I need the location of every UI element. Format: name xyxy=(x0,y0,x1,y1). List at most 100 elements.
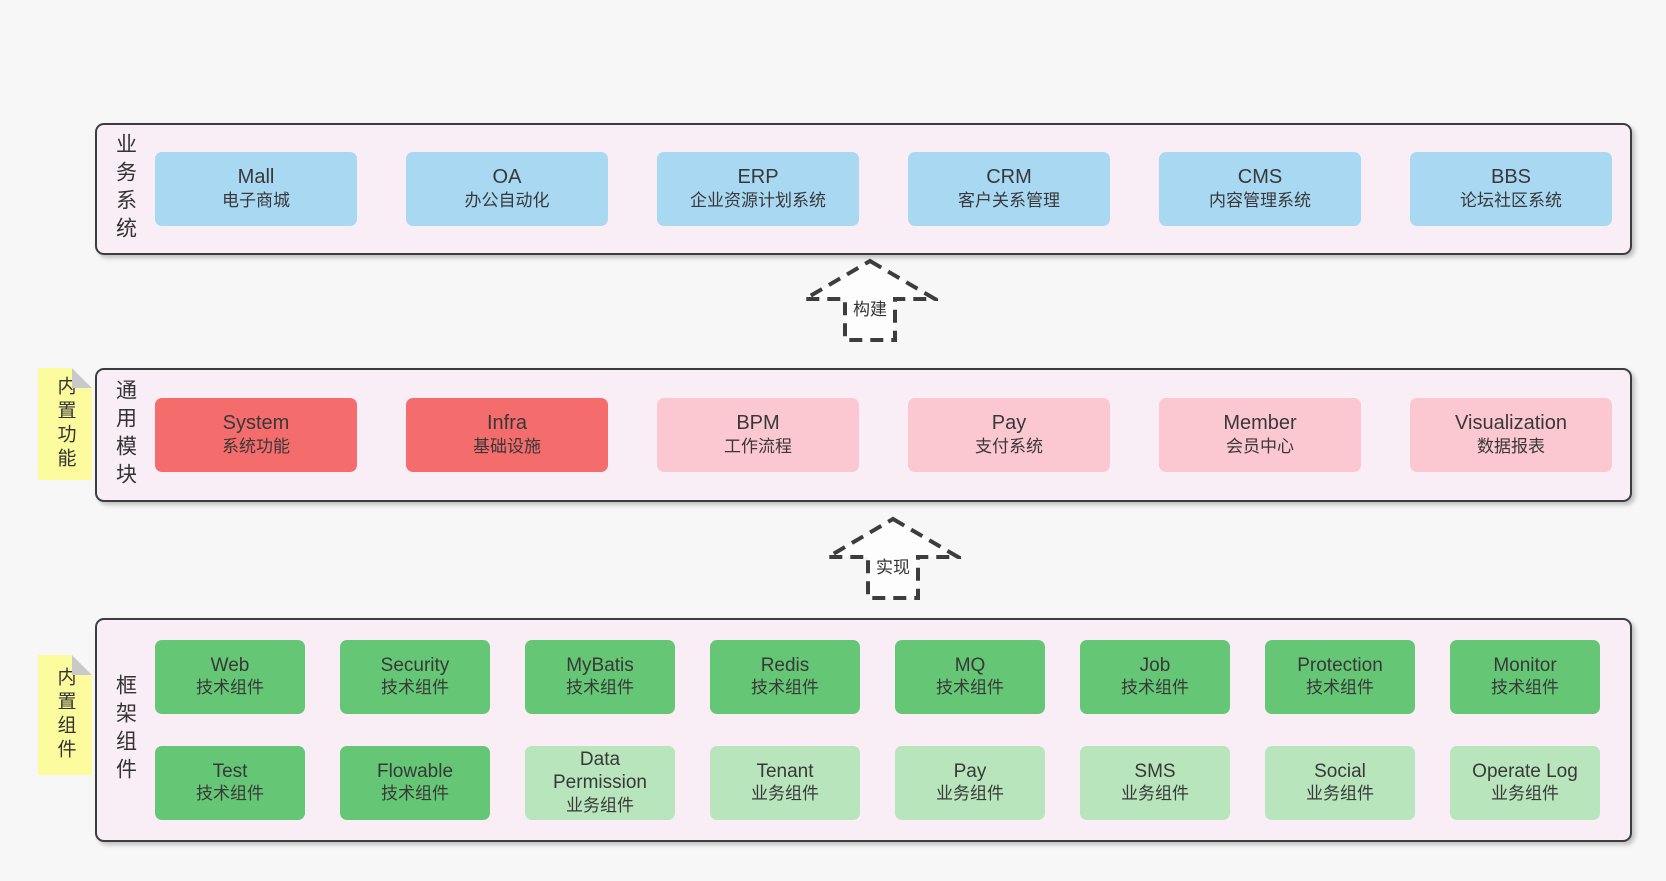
panel-common-modules: 通用模块 System 系统功能 Infra 基础设施 BPM 工作流程 Pay… xyxy=(95,368,1632,502)
box-cms: CMS 内容管理系统 xyxy=(1159,152,1361,226)
box-title: Infra xyxy=(486,412,528,435)
sticky-note-builtin-components: 内置组件 xyxy=(38,655,92,775)
box-subtitle: 技术组件 xyxy=(566,678,634,698)
box-data-permission: Data Permission 业务组件 xyxy=(525,746,675,820)
box-subtitle: 业务组件 xyxy=(566,795,634,815)
box-title: MyBatis xyxy=(566,654,634,676)
dashed-up-arrow-implement: 实现 xyxy=(825,516,961,602)
box-erp: ERP 企业资源计划系统 xyxy=(657,152,859,226)
box-bpm: BPM 工作流程 xyxy=(657,398,859,472)
panel-business-systems: 业务系统 Mall 电子商城 OA 办公自动化 ERP 企业资源计划系统 CRM… xyxy=(95,123,1632,255)
box-subtitle: 支付系统 xyxy=(975,437,1043,457)
box-title: Protection xyxy=(1297,654,1383,676)
box-title: Security xyxy=(380,654,450,676)
box-mq: MQ 技术组件 xyxy=(895,640,1045,714)
box-subtitle: 内容管理系统 xyxy=(1209,191,1311,211)
box-member: Member 会员中心 xyxy=(1159,398,1361,472)
box-monitor: Monitor 技术组件 xyxy=(1450,640,1600,714)
arrow-label-build: 构建 xyxy=(849,294,891,321)
tech-components-row: Web 技术组件 Security 技术组件 MyBatis 技术组件 Redi… xyxy=(155,640,1600,714)
box-title: Social xyxy=(1314,760,1366,782)
box-subtitle: 论坛社区系统 xyxy=(1460,191,1562,211)
sticky-note-text: 内置功能 xyxy=(54,376,76,472)
box-title: Pay xyxy=(953,760,987,782)
box-title: Member xyxy=(1223,412,1297,435)
box-security: Security 技术组件 xyxy=(340,640,490,714)
panel-label-business-systems: 业务系统 xyxy=(97,125,153,253)
box-subtitle: 业务组件 xyxy=(1306,784,1374,804)
box-visualization: Visualization 数据报表 xyxy=(1410,398,1612,472)
box-title: Job xyxy=(1139,654,1171,676)
box-title: System xyxy=(222,412,290,435)
box-subtitle: 客户关系管理 xyxy=(958,191,1060,211)
box-oa: OA 办公自动化 xyxy=(406,152,608,226)
box-title: Data Permission xyxy=(553,749,647,793)
box-title: SMS xyxy=(1134,760,1176,782)
box-subtitle: 技术组件 xyxy=(1306,678,1374,698)
arrow-label-implement: 实现 xyxy=(872,552,914,579)
sticky-note-text: 内置组件 xyxy=(54,667,76,763)
box-subtitle: 业务组件 xyxy=(1121,784,1189,804)
box-title: BPM xyxy=(736,412,780,435)
box-redis: Redis 技术组件 xyxy=(710,640,860,714)
box-title: Operate Log xyxy=(1472,760,1578,782)
box-title: CRM xyxy=(986,166,1032,189)
box-protection: Protection 技术组件 xyxy=(1265,640,1415,714)
box-subtitle: 技术组件 xyxy=(381,678,449,698)
box-subtitle: 办公自动化 xyxy=(464,191,550,211)
box-subtitle: 基础设施 xyxy=(473,437,541,457)
box-subtitle: 技术组件 xyxy=(1121,678,1189,698)
box-subtitle: 业务组件 xyxy=(1491,784,1559,804)
box-title: Test xyxy=(212,760,248,782)
panel-framework-components: 框架组件 Web 技术组件 Security 技术组件 MyBatis 技术组件… xyxy=(95,618,1632,842)
box-title: Web xyxy=(210,654,250,676)
box-mall: Mall 电子商城 xyxy=(155,152,357,226)
box-subtitle: 技术组件 xyxy=(936,678,1004,698)
box-subtitle: 系统功能 xyxy=(222,437,290,457)
box-bbs: BBS 论坛社区系统 xyxy=(1410,152,1612,226)
box-crm: CRM 客户关系管理 xyxy=(908,152,1110,226)
panel-label-common-modules: 通用模块 xyxy=(97,370,153,500)
box-web: Web 技术组件 xyxy=(155,640,305,714)
box-title: Pay xyxy=(991,412,1027,435)
box-title: Visualization xyxy=(1455,412,1567,435)
box-title: CMS xyxy=(1237,166,1283,189)
box-operate-log: Operate Log 业务组件 xyxy=(1450,746,1600,820)
box-subtitle: 技术组件 xyxy=(751,678,819,698)
box-subtitle: 数据报表 xyxy=(1477,437,1545,457)
box-subtitle: 技术组件 xyxy=(196,784,264,804)
box-infra: Infra 基础设施 xyxy=(406,398,608,472)
box-job: Job 技术组件 xyxy=(1080,640,1230,714)
box-mybatis: MyBatis 技术组件 xyxy=(525,640,675,714)
box-title: Mall xyxy=(237,166,275,189)
sticky-note-builtin-features: 内置功能 xyxy=(38,368,92,480)
panel-label-framework-components: 框架组件 xyxy=(97,620,153,840)
box-system: System 系统功能 xyxy=(155,398,357,472)
box-pay-biz: Pay 业务组件 xyxy=(895,746,1045,820)
dashed-up-arrow-build: 构建 xyxy=(802,258,938,344)
box-tenant: Tenant 业务组件 xyxy=(710,746,860,820)
box-title: Monitor xyxy=(1493,654,1557,676)
box-subtitle: 业务组件 xyxy=(936,784,1004,804)
box-title: MQ xyxy=(954,654,986,676)
panel-label-text: 框架组件 xyxy=(113,674,137,786)
common-modules-row: System 系统功能 Infra 基础设施 BPM 工作流程 Pay 支付系统… xyxy=(155,370,1612,500)
panel-label-text: 业务系统 xyxy=(113,133,137,245)
box-title: OA xyxy=(492,166,522,189)
box-title: ERP xyxy=(737,166,779,189)
box-subtitle: 技术组件 xyxy=(381,784,449,804)
box-flowable: Flowable 技术组件 xyxy=(340,746,490,820)
box-social: Social 业务组件 xyxy=(1265,746,1415,820)
box-test: Test 技术组件 xyxy=(155,746,305,820)
business-systems-row: Mall 电子商城 OA 办公自动化 ERP 企业资源计划系统 CRM 客户关系… xyxy=(155,125,1612,253)
box-subtitle: 技术组件 xyxy=(196,678,264,698)
box-subtitle: 业务组件 xyxy=(751,784,819,804)
box-title: Flowable xyxy=(376,760,454,782)
biz-components-row: Test 技术组件 Flowable 技术组件 Data Permission … xyxy=(155,746,1600,820)
panel-label-text: 通用模块 xyxy=(113,379,137,491)
box-title: BBS xyxy=(1490,166,1532,189)
box-pay-module: Pay 支付系统 xyxy=(908,398,1110,472)
box-title: Redis xyxy=(760,654,810,676)
framework-components-grid: Web 技术组件 Security 技术组件 MyBatis 技术组件 Redi… xyxy=(155,640,1600,820)
